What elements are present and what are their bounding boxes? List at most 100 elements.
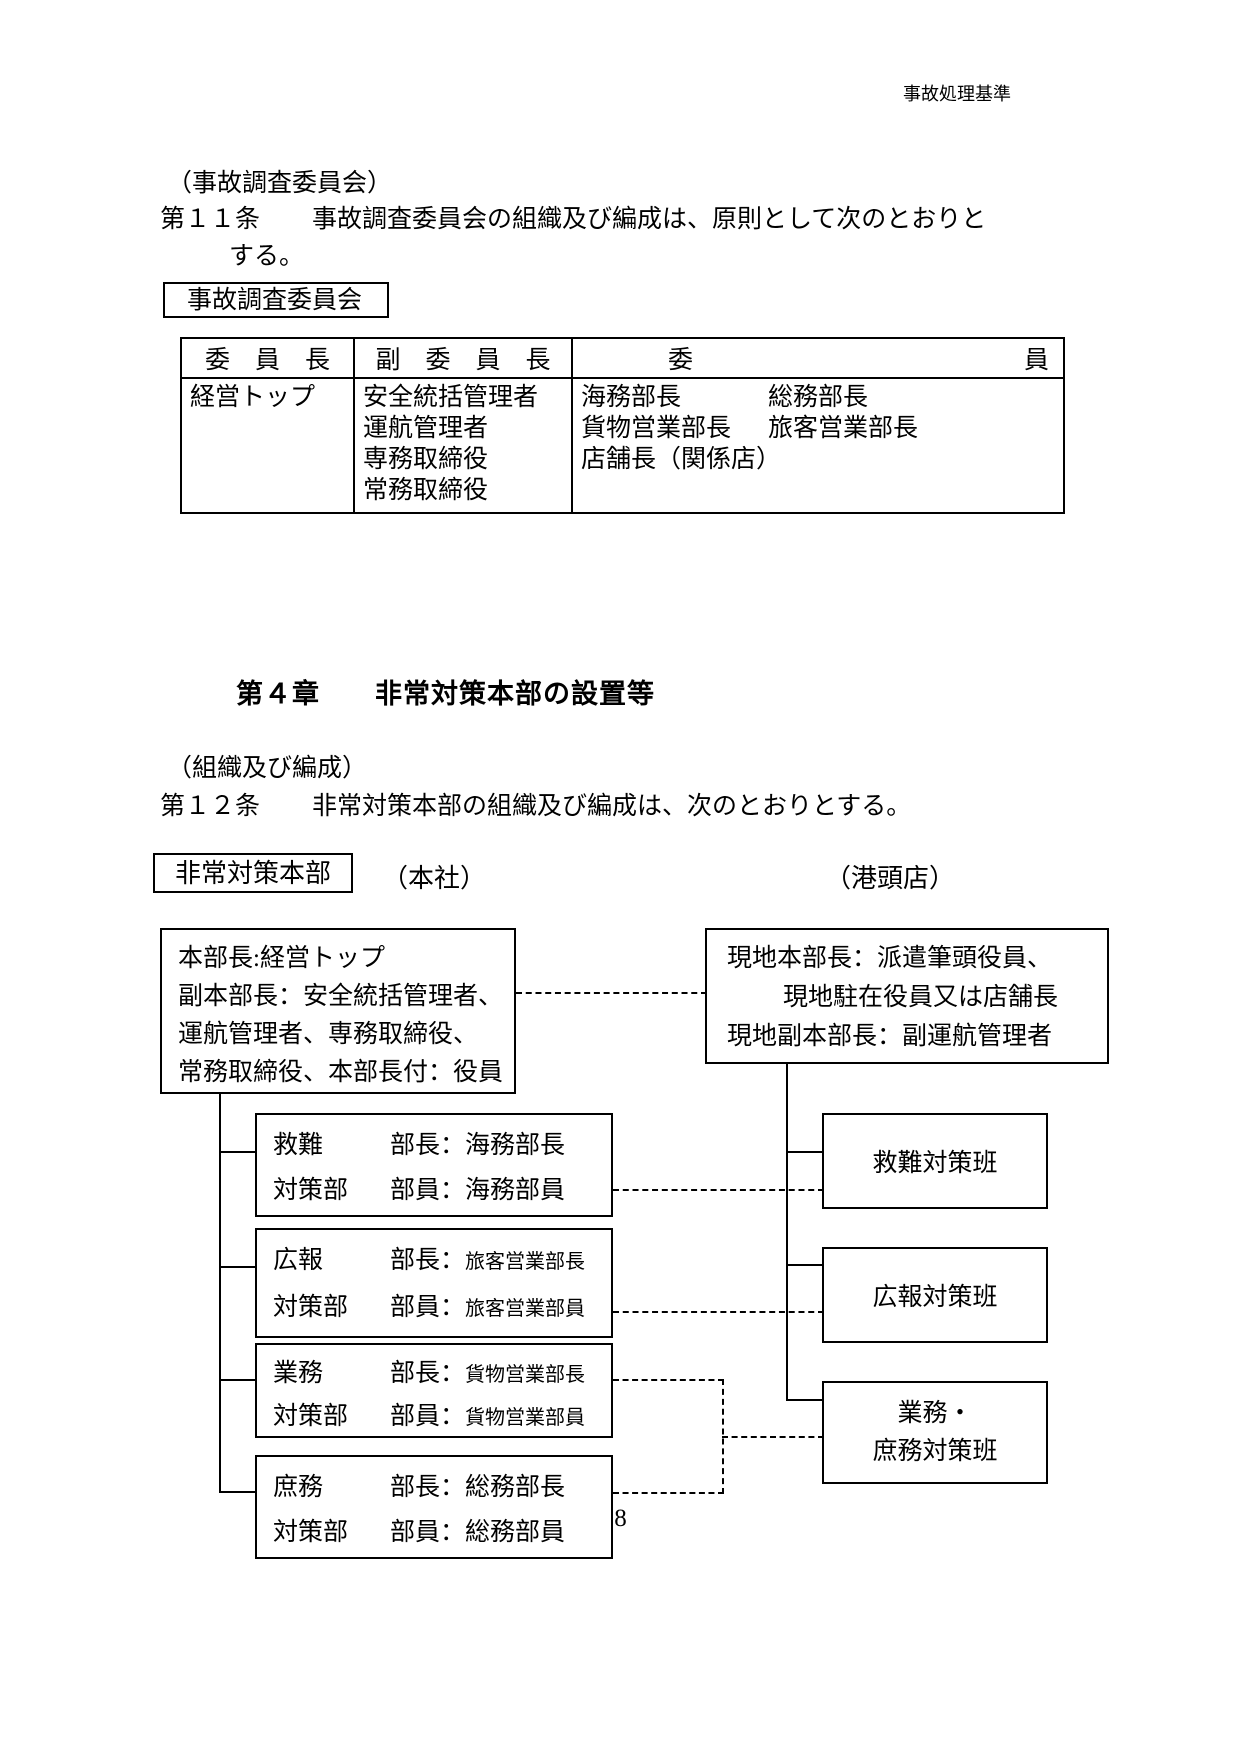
connector-line <box>219 1266 257 1268</box>
article11-caption: （事故調査委員会） <box>167 170 393 197</box>
dashed-connector-line <box>722 1436 824 1438</box>
squad-box-publicity: 広報対策班 <box>822 1247 1048 1343</box>
member-label: 部員： <box>390 1519 466 1546</box>
chief-value: 総務部長 <box>465 1474 566 1501</box>
chief-value: 海務部長 <box>465 1132 566 1159</box>
org-trunk-line-left <box>219 1092 221 1493</box>
chapter-heading: 第４章非常対策本部の設置等 <box>236 672 655 711</box>
member-header-spread: 委員 <box>668 340 1049 376</box>
article12-body: 非常対策本部の組織及び編成は、次のとおりとする。 <box>312 793 912 820</box>
chair-header-cell: 委 員 長 <box>180 337 355 379</box>
connector-line <box>786 1399 824 1401</box>
squad-label: 広報対策班 <box>872 1284 998 1311</box>
unit-row: 救難 部長：海務部長 <box>257 1123 611 1168</box>
chair-value: 経営トップ <box>190 384 316 411</box>
chapter-title: 非常対策本部の設置等 <box>375 679 655 709</box>
committee-table: 委 員 長 副 委 員 長 委員 経営トップ 安全統括管理者 運航管理者 専務取… <box>180 337 1065 514</box>
member-value: 総務部員 <box>465 1519 566 1546</box>
hq-line: 運航管理者、専務取締役、 <box>178 1021 479 1048</box>
site-leadership-box: 現地本部長：派遣筆頭役員、 現地駐在役員又は店舗長 現地副本部長：副運航管理者 <box>705 928 1109 1064</box>
unit-box-rescue: 救難 部長：海務部長 対策部 部員：海務部員 <box>255 1113 613 1217</box>
hq-line: 副本部長：安全統括管理者、 <box>178 983 504 1010</box>
member-line: 店舗長（関係店） <box>581 444 1063 475</box>
unit-row: 業務 部長：貨物営業部長 <box>257 1353 611 1396</box>
unit-row: 広報 部長：旅客営業部長 <box>257 1238 611 1285</box>
unit-member: 部員：総務部員 <box>390 1510 565 1555</box>
article11-body: 事故調査委員会の組織及び編成は、原則として次のとおりと <box>312 206 987 233</box>
site-line: 現地本部長：派遣筆頭役員、 <box>727 945 1053 972</box>
connector-line <box>219 1379 257 1381</box>
committee-label-box: 事故調査委員会 <box>163 282 389 318</box>
unit-chief: 部長：旅客営業部長 <box>390 1238 585 1285</box>
connector-line <box>219 1151 257 1153</box>
member-label: 部員： <box>390 1177 466 1204</box>
unit-row: 対策部部員：貨物営業部員 <box>257 1396 611 1439</box>
hq-line: 本部長:経営トップ <box>178 945 385 972</box>
member-line: 海務部長 総務部長 <box>581 382 1063 413</box>
article12-number: 第１２条 <box>160 793 261 820</box>
unit-chief: 部長：総務部長 <box>390 1465 565 1510</box>
chief-label: 部長： <box>390 1132 466 1159</box>
vice-chair-cell: 安全統括管理者 運航管理者 専務取締役 常務取締役 <box>353 377 573 514</box>
dashed-connector-line <box>613 1492 724 1494</box>
port-store-caption: （港頭店） <box>825 864 956 893</box>
member-value: 店舗長（関係店） <box>581 446 782 473</box>
chief-label: 部長： <box>390 1360 466 1387</box>
vice-chair-value: 安全統括管理者 <box>363 384 539 411</box>
unit-name: 庶務 <box>273 1474 324 1501</box>
squad-box-operations-general: 業務・ 庶務対策班 <box>822 1381 1048 1484</box>
connector-line <box>219 1491 257 1493</box>
unit-member: 部員：海務部員 <box>390 1168 565 1213</box>
member-label: 部員： <box>390 1403 466 1430</box>
hq-leadership-box: 本部長:経営トップ 副本部長：安全統括管理者、 運航管理者、専務取締役、 常務取… <box>160 928 516 1094</box>
head-office-caption: （本社） <box>382 864 487 893</box>
unit-row: 対策部 部員：海務部員 <box>257 1168 611 1213</box>
chief-value: 旅客営業部長 <box>465 1251 586 1273</box>
unit-chief: 部長：海務部長 <box>390 1123 565 1168</box>
committee-table-body-row: 経営トップ 安全統括管理者 運航管理者 専務取締役 常務取締役 海務部長 総務部長… <box>180 377 1065 514</box>
unit-box-operations: 業務 部長：貨物営業部長 対策部部員：貨物営業部員 <box>255 1343 613 1438</box>
unit-name: 業務 <box>273 1360 324 1387</box>
chair-cell: 経営トップ <box>180 377 355 514</box>
chief-label: 部長： <box>390 1247 466 1274</box>
member-value: 旅客営業部長 <box>768 415 919 442</box>
unit-box-general-affairs: 庶務 部長：総務部長 対策部 部員：総務部員 <box>255 1455 613 1559</box>
squad-label: 業務・ 庶務対策班 <box>872 1395 997 1471</box>
vice-chair-value: 運航管理者 <box>363 415 489 442</box>
member-cell: 海務部長 総務部長 貨物営業部長 旅客営業部長 店舗長（関係店） <box>571 377 1065 514</box>
squad-label: 救難対策班 <box>872 1150 998 1177</box>
unit-member: 部員：旅客営業部員 <box>390 1285 585 1332</box>
chief-value: 貨物営業部長 <box>465 1364 586 1386</box>
member-header-cell: 委員 <box>571 337 1065 379</box>
squad-box-rescue: 救難対策班 <box>822 1113 1048 1209</box>
member-value: 海務部長 <box>581 384 682 411</box>
connector-line <box>786 1264 824 1266</box>
unit-member: 部員：貨物営業部員 <box>390 1396 585 1439</box>
connector-line <box>786 1151 824 1153</box>
dashed-connector-line <box>613 1311 824 1313</box>
article11-number: 第１１条 <box>160 206 261 233</box>
member-header-right: 員 <box>1023 347 1049 374</box>
unit-name: 広報 <box>273 1247 324 1274</box>
member-value: 総務部長 <box>768 384 869 411</box>
unit-name: 対策部 <box>273 1519 349 1546</box>
article12-line: 第１２条 非常対策本部の組織及び編成は、次のとおりとする。 <box>160 791 911 823</box>
member-value: 旅客営業部員 <box>465 1298 586 1320</box>
dashed-connector-line <box>613 1379 724 1381</box>
running-header: 事故処理基準 <box>903 84 1011 104</box>
member-header-left: 委 <box>668 347 694 374</box>
org-trunk-line-right <box>786 1062 788 1401</box>
member-line: 貨物営業部長 旅客営業部長 <box>581 413 1063 444</box>
unit-name: 対策部 <box>273 1177 349 1204</box>
vice-chair-value: 常務取締役 <box>363 477 489 504</box>
unit-row: 庶務 部長：総務部長 <box>257 1465 611 1510</box>
emergency-hq-label-box: 非常対策本部 <box>153 853 353 893</box>
dashed-connector-line <box>516 992 707 994</box>
page-number: 8 <box>614 1505 627 1532</box>
site-line: 現地駐在役員又は店舗長 <box>783 984 1059 1011</box>
unit-name: 救難 <box>273 1132 324 1159</box>
unit-row: 対策部部員：旅客営業部員 <box>257 1285 611 1332</box>
member-value: 海務部員 <box>465 1177 566 1204</box>
member-value: 貨物営業部長 <box>581 415 732 442</box>
